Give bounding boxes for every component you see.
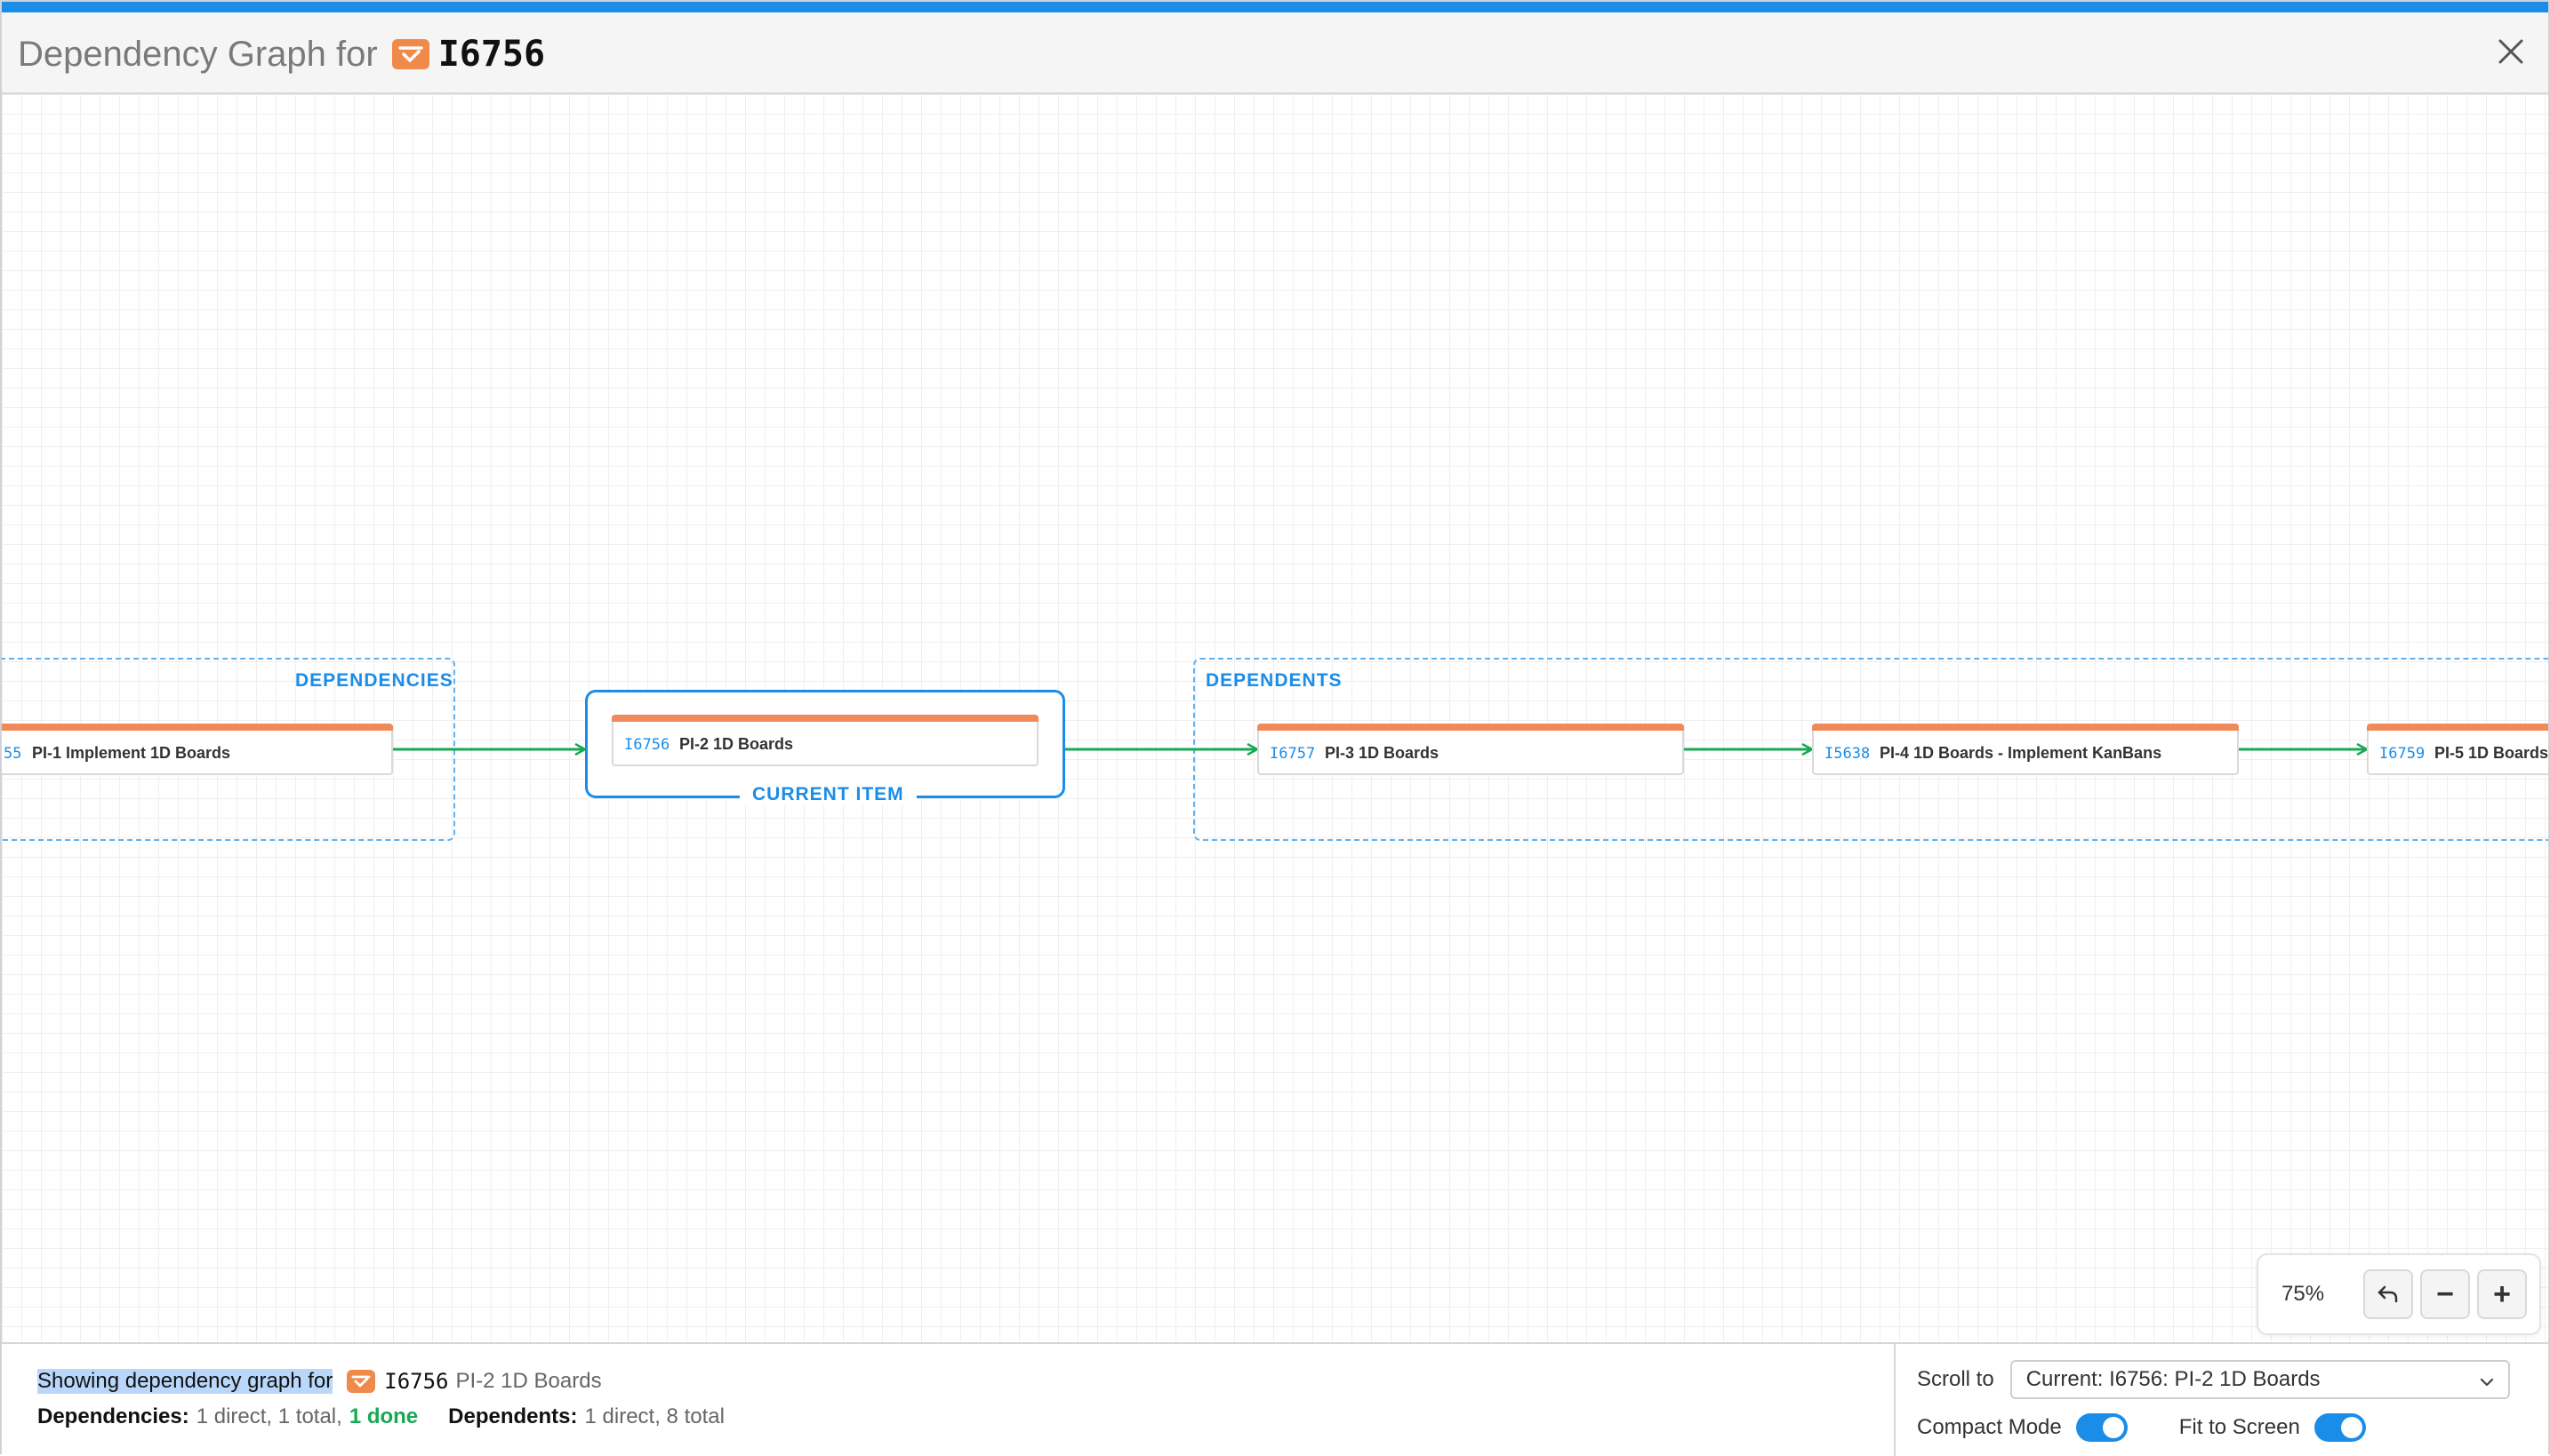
dependents-count-label: Dependents: bbox=[448, 1404, 578, 1428]
zoom-out-button[interactable]: − bbox=[2420, 1269, 2470, 1319]
dependencies-done: 1 done bbox=[349, 1404, 419, 1428]
showing-label: Showing dependency graph for bbox=[37, 1369, 333, 1394]
graph-canvas[interactable]: DEPENDENCIES DEPENDENTS CURRENT ITEM 55 … bbox=[2, 94, 2548, 1342]
accent-bar bbox=[2, 2, 2548, 12]
footer-item-key: I6756 bbox=[384, 1369, 449, 1394]
scroll-to-label: Scroll to bbox=[1917, 1367, 1994, 1391]
dependencies-counts: 1 direct, 1 total, bbox=[196, 1404, 342, 1428]
graph-summary: Showing dependency graph for I6756 PI-2 … bbox=[37, 1364, 725, 1435]
footer-divider bbox=[1894, 1344, 1896, 1456]
close-icon[interactable] bbox=[2493, 34, 2529, 69]
dependency-card[interactable]: 55 PI-1 Implement 1D Boards bbox=[2, 724, 393, 775]
undo-icon[interactable] bbox=[2363, 1269, 2413, 1319]
summary-line: Showing dependency graph for I6756 PI-2 … bbox=[37, 1364, 725, 1399]
footer-item-name: PI-2 1D Boards bbox=[455, 1369, 602, 1393]
card-name: PI-5 1D Boards bbox=[2434, 744, 2548, 762]
card-key: I6756 bbox=[624, 736, 670, 754]
current-item-card[interactable]: I6756 PI-2 1D Boards bbox=[612, 715, 1038, 766]
toggles-row: Compact Mode Fit to Screen bbox=[1917, 1408, 2510, 1447]
zoom-level: 75% bbox=[2281, 1282, 2325, 1306]
dependent-card[interactable]: I6757 PI-3 1D Boards bbox=[1257, 724, 1684, 775]
dependents-counts: 1 direct, 8 total bbox=[584, 1404, 725, 1428]
dialog-title: Dependency Graph for I6756 bbox=[18, 32, 545, 76]
dependent-card[interactable]: I5638 PI-4 1D Boards - Implement KanBans bbox=[1812, 724, 2239, 775]
graph-options: Scroll to Current: I6756: PI-2 1D Boards… bbox=[1917, 1360, 2510, 1456]
scroll-to-row: Scroll to Current: I6756: PI-2 1D Boards bbox=[1917, 1360, 2510, 1399]
title-prefix: Dependency Graph for bbox=[18, 34, 378, 74]
dependencies-label: DEPENDENCIES bbox=[295, 670, 453, 691]
card-name: PI-4 1D Boards - Implement KanBans bbox=[1880, 744, 2162, 762]
card-name: PI-3 1D Boards bbox=[1325, 744, 1439, 762]
card-key: I6759 bbox=[2379, 745, 2426, 763]
zoom-controls: 75% − + bbox=[2257, 1253, 2541, 1335]
counts-line: Dependencies: 1 direct, 1 total, 1 done … bbox=[37, 1399, 725, 1435]
current-item-label: CURRENT ITEM bbox=[740, 784, 917, 805]
scroll-to-select[interactable]: Current: I6756: PI-2 1D Boards bbox=[2009, 1360, 2510, 1399]
zoom-in-button[interactable]: + bbox=[2477, 1269, 2527, 1319]
fit-to-screen-label: Fit to Screen bbox=[2178, 1415, 2300, 1439]
dialog-header: Dependency Graph for I6756 bbox=[2, 12, 2548, 94]
story-icon bbox=[347, 1370, 376, 1393]
story-icon bbox=[391, 39, 429, 69]
compact-mode-label: Compact Mode bbox=[1917, 1415, 2062, 1439]
scroll-to-value: Current: I6756: PI-2 1D Boards bbox=[2025, 1367, 2321, 1391]
dependent-card[interactable]: I6759 PI-5 1D Boards bbox=[2367, 724, 2548, 775]
card-name: PI-2 1D Boards bbox=[679, 735, 794, 753]
compact-mode-toggle[interactable] bbox=[2075, 1413, 2128, 1442]
card-name: PI-1 Implement 1D Boards bbox=[32, 744, 231, 762]
fit-to-screen-toggle[interactable] bbox=[2313, 1413, 2366, 1442]
dependencies-count-label: Dependencies: bbox=[37, 1404, 189, 1428]
title-item-key: I6756 bbox=[437, 34, 546, 75]
card-key: 55 bbox=[4, 745, 22, 763]
dependents-label: DEPENDENTS bbox=[1206, 670, 1343, 691]
dialog-footer: Showing dependency graph for I6756 PI-2 … bbox=[2, 1342, 2548, 1456]
card-key: I5638 bbox=[1824, 745, 1871, 763]
card-key: I6757 bbox=[1270, 745, 1316, 763]
dependency-edges bbox=[393, 94, 2548, 1342]
chevron-down-icon bbox=[2478, 1372, 2496, 1397]
